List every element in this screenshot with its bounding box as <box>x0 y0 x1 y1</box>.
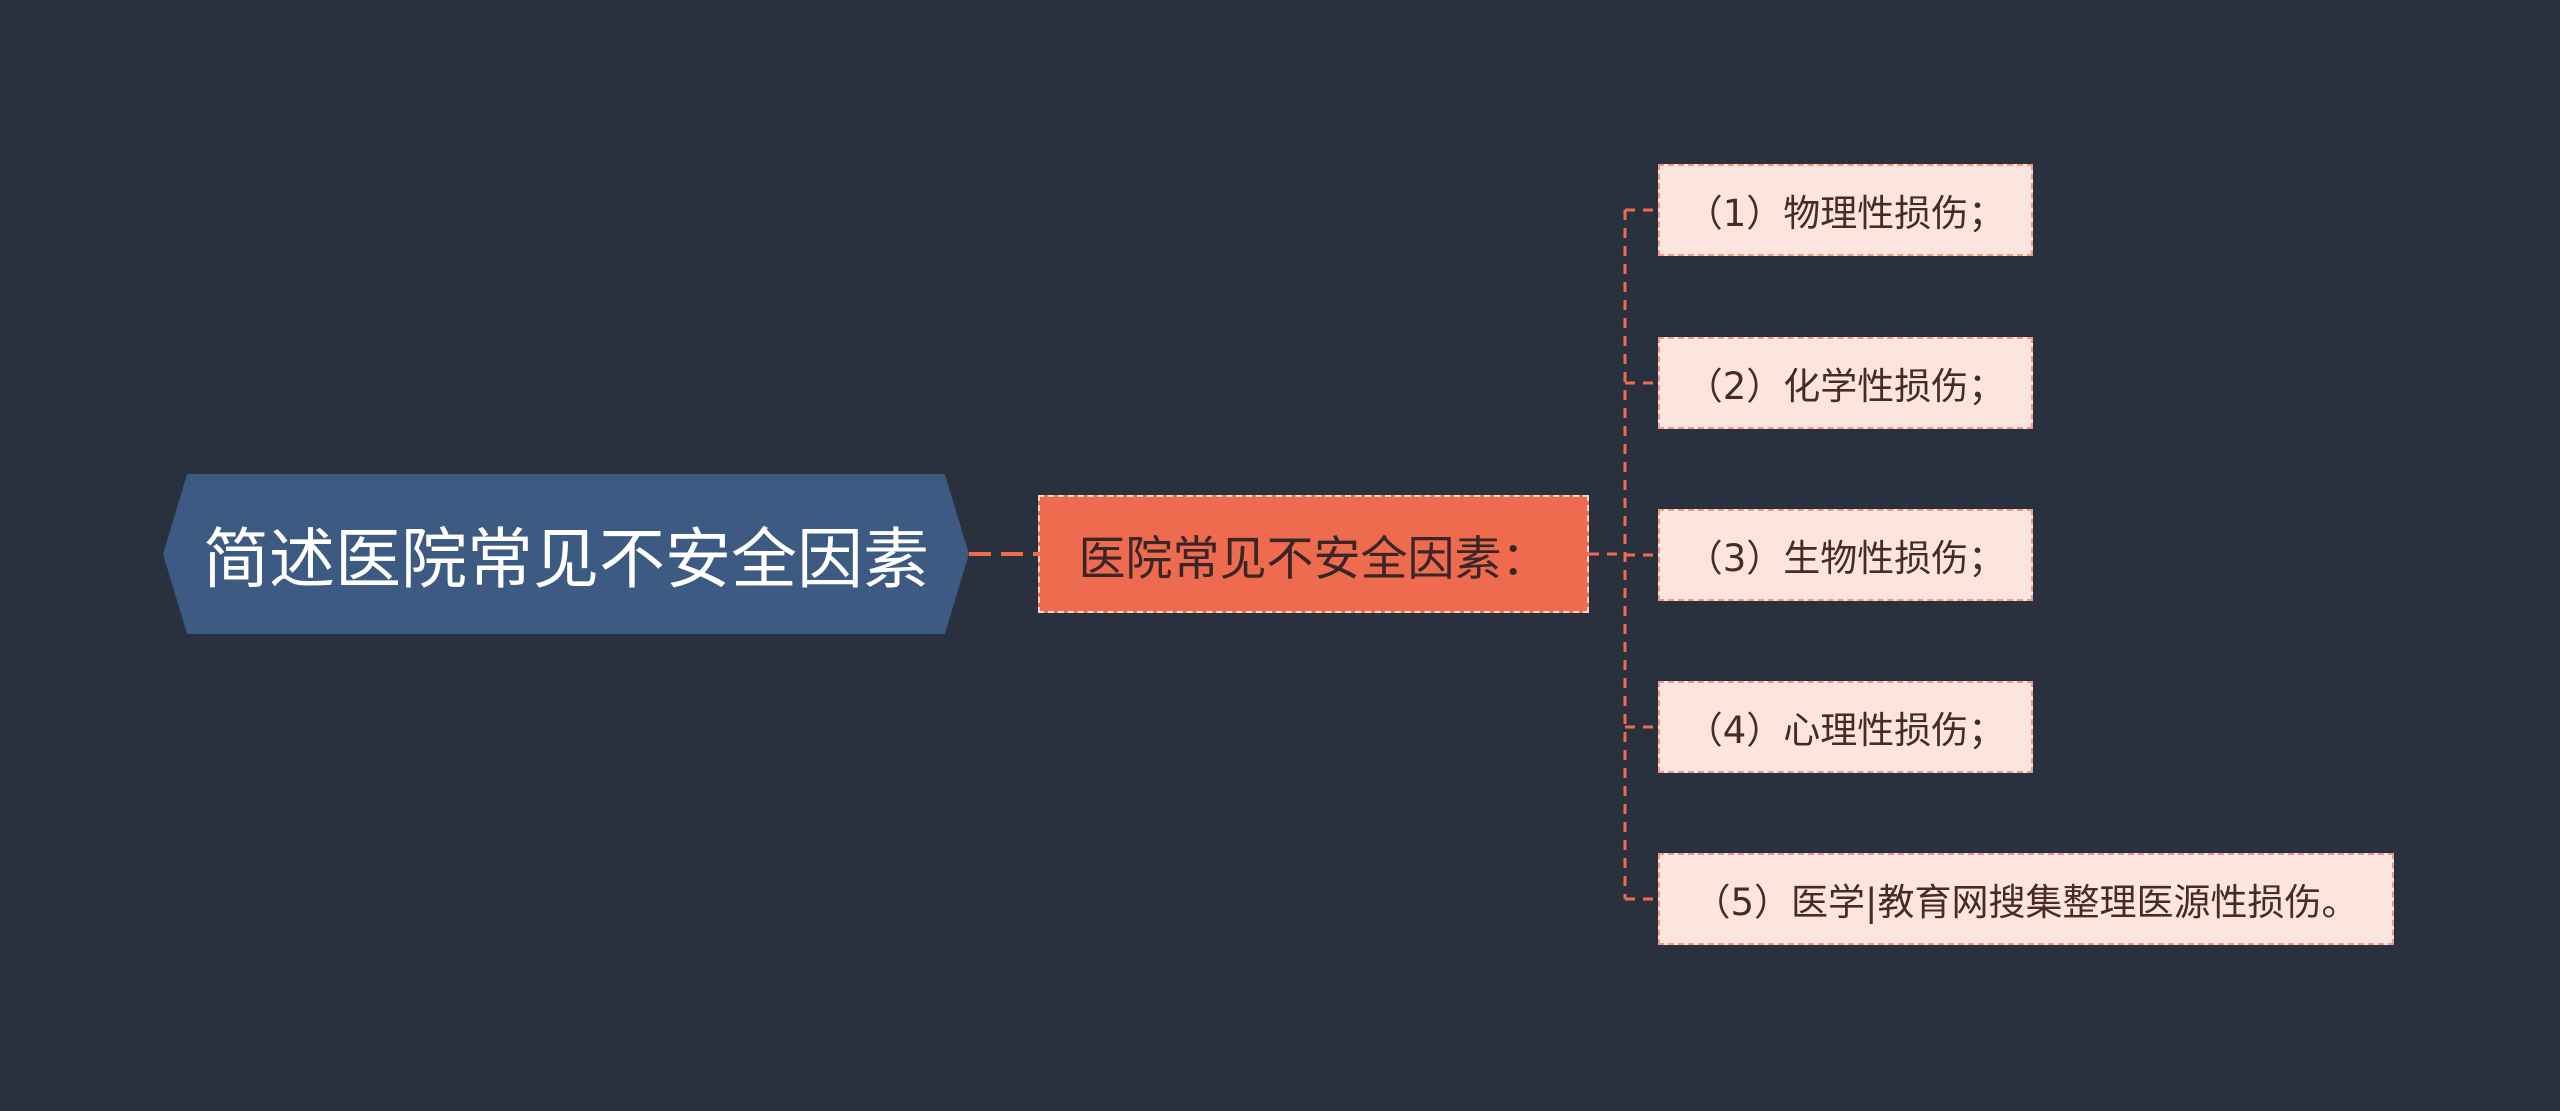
leaf-topic-node-3[interactable]: （3）生物性损伤； <box>1658 509 2033 601</box>
root-topic-label: 简述医院常见不安全因素 <box>203 521 929 598</box>
leaf-topic-label: （5）医学|教育网搜集整理医源性损伤。 <box>1693 881 2359 924</box>
leaf-topic-label: （4）心理性损伤； <box>1685 709 2006 752</box>
leaf-topic-label: （1）物理性损伤； <box>1685 192 2006 235</box>
branch-topic-label: 医院常见不安全因素： <box>1078 531 1549 587</box>
branch-topic-node[interactable]: 医院常见不安全因素： <box>1038 495 1589 613</box>
leaf-topic-label: （3）生物性损伤； <box>1685 537 2006 580</box>
leaf-topic-node-5[interactable]: （5）医学|教育网搜集整理医源性损伤。 <box>1658 853 2394 945</box>
leaf-topic-node-4[interactable]: （4）心理性损伤； <box>1658 681 2033 773</box>
leaf-topic-node-1[interactable]: （1）物理性损伤； <box>1658 164 2033 256</box>
leaf-topic-label: （2）化学性损伤； <box>1685 365 2006 408</box>
root-topic-node[interactable]: 简述医院常见不安全因素 <box>163 474 969 634</box>
leaf-topic-node-2[interactable]: （2）化学性损伤； <box>1658 337 2033 429</box>
